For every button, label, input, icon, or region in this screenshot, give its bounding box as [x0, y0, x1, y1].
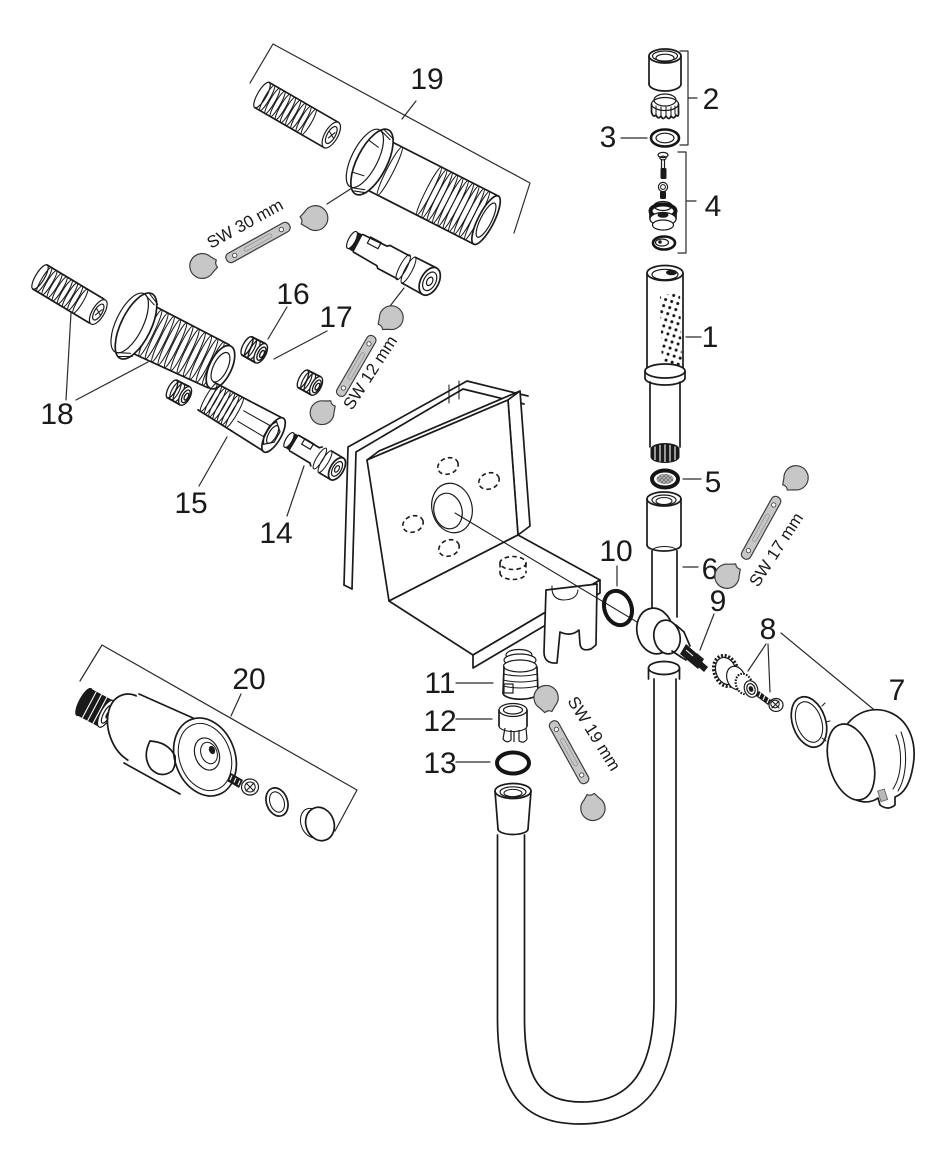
part-14-label: 14	[259, 517, 292, 550]
part-18-threaded-extension-small	[31, 264, 108, 326]
part-3-label: 3	[600, 121, 617, 154]
o-ring	[495, 750, 531, 776]
hose-nut	[494, 782, 532, 836]
part-19-label: 19	[410, 63, 443, 96]
part-17-seal-plug: 17	[162, 301, 353, 409]
handle-ring	[790, 695, 831, 749]
handle-opening	[826, 723, 876, 801]
o-ring	[649, 128, 681, 148]
part-2-aerator-set: 2	[648, 48, 720, 146]
part-3-o-ring: 3	[600, 121, 681, 154]
spray-nozzle-dots	[660, 292, 682, 370]
shower-holder-fork	[543, 583, 598, 664]
long-screw	[657, 151, 669, 179]
part-4-bracket	[677, 151, 697, 254]
shower-collar	[644, 363, 686, 386]
part-17-label: 17	[319, 301, 352, 334]
part-12-check-valve: 12	[423, 702, 528, 743]
part-13-o-ring: 13	[423, 747, 531, 780]
part-4-valve-set: 4	[648, 151, 722, 254]
part-6-label: 6	[702, 553, 719, 586]
part-16-plug: 16	[237, 278, 310, 367]
part-5-label: 5	[705, 466, 722, 499]
holder-cap	[299, 806, 336, 842]
holder-cylinder	[106, 693, 238, 797]
plate-screw-hole	[436, 456, 460, 476]
handle-clip	[877, 788, 889, 803]
part-8-adapter-set: 8	[711, 613, 784, 713]
part-7-label: 7	[889, 674, 906, 707]
part-9-label: 9	[710, 585, 727, 618]
part-9-diverter-valve: 9	[635, 585, 727, 680]
part-19-wall-union-set: 19	[249, 43, 531, 297]
part-8-label: 8	[760, 613, 777, 646]
part-19-diverter-cartridge	[345, 230, 442, 297]
part-6-connector: 6	[646, 491, 719, 618]
part-1-hand-shower: 1	[644, 264, 719, 464]
valve-cartridge	[648, 200, 678, 231]
part-4-label: 4	[705, 190, 722, 223]
holder-cutout	[145, 740, 177, 776]
o-ring	[601, 588, 635, 628]
part-20-label: 20	[232, 663, 265, 696]
toothed-adapter	[711, 653, 759, 698]
wrench-sw12: SW 12 mm	[300, 287, 413, 441]
part-7-handle: 7	[780, 632, 915, 809]
short-screw	[657, 181, 669, 199]
aerator-insert	[650, 93, 680, 120]
plate-screw-hole	[401, 514, 425, 534]
part-11-threaded-insert: 11	[424, 648, 539, 701]
part-5-filter-seal: 5	[650, 466, 722, 499]
part-16-label: 16	[276, 278, 309, 311]
part-19-union-tube	[345, 128, 502, 246]
holder-screw	[227, 773, 260, 796]
wall-bracket-assembly	[343, 380, 638, 669]
plate-screw-hole	[437, 538, 461, 558]
part-14-cartridge: 14	[259, 431, 347, 550]
adapter-screw	[756, 691, 784, 713]
part-19-bracket	[249, 43, 531, 234]
part-13-label: 13	[423, 747, 456, 780]
part-2-bracket	[679, 50, 698, 146]
part-20-holder-set: 20	[75, 644, 358, 842]
part-10-o-ring: 10	[599, 535, 635, 628]
plate-center-hole	[431, 482, 473, 534]
shower-hose	[494, 678, 677, 1125]
part-20-bracket	[79, 644, 358, 832]
plate-screw-hole	[477, 471, 501, 491]
part-12-label: 12	[423, 705, 456, 738]
part-18-label: 18	[40, 398, 73, 431]
wrench-sw17: SW 17 mm	[705, 449, 818, 605]
part-18-extension-set: 18	[31, 264, 236, 431]
part-18-threaded-extension-large	[110, 292, 236, 390]
base-peg-dashed	[499, 555, 527, 581]
wrench-sw30: SW 30 mm	[179, 184, 353, 300]
part-15-adapter: 15	[174, 381, 287, 520]
part-19-threaded-nipple	[253, 81, 342, 149]
part-10-label: 10	[599, 535, 632, 568]
seal-disc	[651, 235, 677, 251]
holder-ring	[265, 787, 289, 817]
part-15-label: 15	[174, 487, 207, 520]
part-1-label: 1	[702, 321, 719, 354]
part-2-label: 2	[703, 83, 720, 116]
shower-inlet	[650, 443, 680, 464]
escutcheon-frame	[343, 380, 529, 586]
part-11-label: 11	[424, 667, 455, 700]
